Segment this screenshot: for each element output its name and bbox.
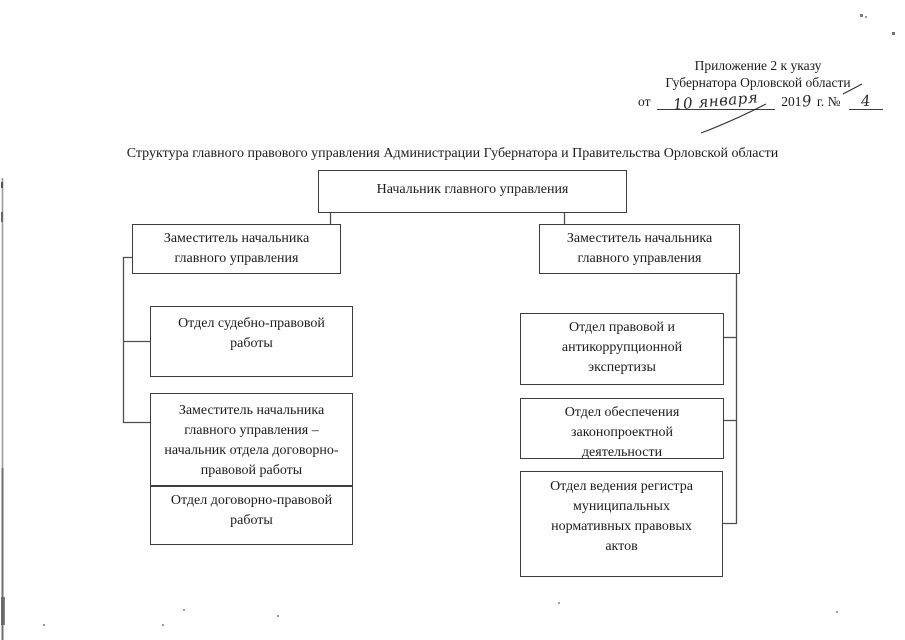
header-line-appendix: Приложение 2 к указу [694, 58, 822, 73]
header-line-governor: Губернатора Орловской области [665, 75, 851, 90]
year-printed: 201 [781, 94, 802, 109]
org-box-judicial-legal-dept: Отдел судебно-правовой работы [150, 306, 353, 377]
handwritten-date: 10 января [672, 88, 760, 114]
document-header: Приложение 2 к указу Губернатора Орловск… [612, 57, 904, 114]
handwritten-year-digit: 9 [801, 91, 814, 111]
org-box-municipal-register-dept: Отдел ведения регистра муниципальных нор… [520, 471, 723, 577]
org-box-deputy-contract-dept-head: Заместитель начальника главного управлен… [150, 393, 353, 486]
date-prefix: от [638, 94, 651, 109]
year-unit: г. № [816, 94, 841, 109]
org-box-root: Начальник главного управления [318, 170, 627, 213]
page-title: Структура главного правового управления … [126, 146, 779, 161]
org-box-deputy-left: Заместитель начальника главного управлен… [132, 224, 341, 274]
date-blank-underline: 10 января [656, 88, 775, 114]
handwritten-number: 4 [860, 91, 872, 111]
header-date-line: от 10 января 2019 г. № 4 [612, 88, 904, 114]
org-box-anticorruption-expertise-dept: Отдел правовой и антикоррупционной экспе… [520, 313, 724, 385]
org-box-contract-legal-dept: Отдел договорно-правовой работы [150, 486, 353, 545]
number-blank-underline: 4 [848, 91, 883, 111]
org-box-lawmaking-support-dept: Отдел обеспечения законопроектной деятел… [520, 398, 724, 460]
org-box-deputy-right: Заместитель начальника главного управлен… [539, 224, 740, 274]
